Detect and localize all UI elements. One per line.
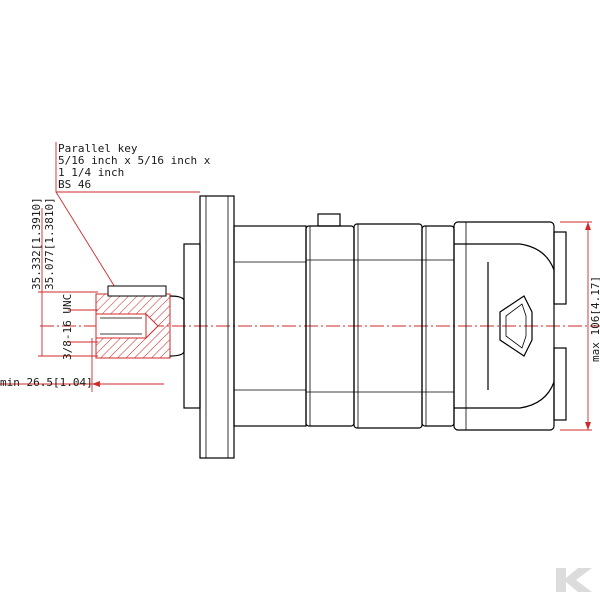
shaft-section <box>95 285 185 359</box>
thread-callout: 3/8-16 UNC <box>61 294 98 360</box>
key-leader-line <box>55 191 119 293</box>
watermark-logo <box>556 568 592 592</box>
parallel-key <box>107 285 167 297</box>
key-note-line-4: BS 46 <box>58 178 91 191</box>
mounting-flange <box>183 195 307 459</box>
height-dimension-label: max 106[4.17] <box>589 276 600 362</box>
key-note-line-1: Parallel key <box>58 142 138 155</box>
key-note-line-3: 1 1/4 inch <box>58 166 124 179</box>
shaft-diameter-min-label: 35.077[1.3810] <box>43 197 56 290</box>
motor-body <box>305 213 455 429</box>
key-note-line-2: 5/16 inch x 5/16 inch x <box>58 154 211 167</box>
shaft-diameter-max-label: 35.332[1.3910] <box>30 197 43 290</box>
valve-housing <box>453 221 567 431</box>
height-dimension: max 106[4.17] <box>560 221 600 431</box>
min-length-dimension: min 26.5[1.04] <box>0 338 164 392</box>
port-plug <box>317 213 341 227</box>
key-note: Parallel key 5/16 inch x 5/16 inch x 1 1… <box>55 142 211 293</box>
shaft-diameter-dimension: 35.332[1.3910] 35.077[1.3810] <box>30 197 98 357</box>
min-length-label: min 26.5[1.04] <box>0 376 93 389</box>
thread-label: 3/8-16 UNC <box>61 294 74 360</box>
